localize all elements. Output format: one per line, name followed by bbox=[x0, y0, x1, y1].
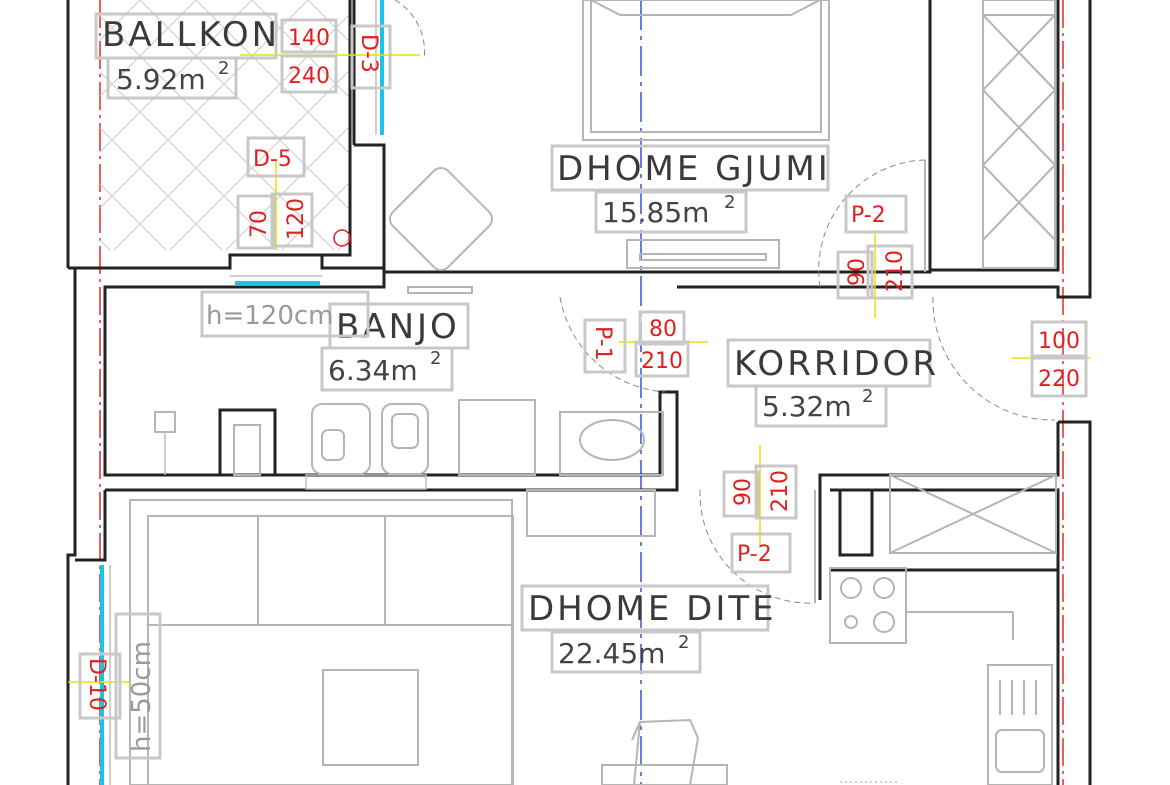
p1-code: P-1 bbox=[590, 326, 615, 361]
d3-height: 240 bbox=[288, 64, 330, 89]
opening-p1: P-1 80 210 bbox=[583, 310, 690, 378]
room-name-banjo: BANJO bbox=[336, 307, 460, 347]
entry-height: 220 bbox=[1038, 367, 1080, 392]
room-name-dhome-dite: DHOME DITE bbox=[528, 589, 777, 629]
p2-bedroom-width: 90 bbox=[845, 258, 870, 286]
d5-code: D-5 bbox=[253, 147, 292, 172]
p2-living-width: 90 bbox=[731, 478, 756, 506]
room-area-unit-korridor: 2 bbox=[862, 386, 873, 407]
opening-p2-living: 90 210 P-2 bbox=[722, 464, 798, 574]
room-label-korridor: KORRIDOR 5.32m 2 bbox=[726, 338, 939, 428]
d10-code: D-10 bbox=[84, 658, 109, 711]
room-area-korridor: 5.32m bbox=[762, 390, 852, 423]
room-area-unit-dhome-dite: 2 bbox=[678, 632, 689, 653]
bathroom-fixtures bbox=[154, 286, 664, 490]
room-name-korridor: KORRIDOR bbox=[734, 344, 939, 384]
p2-bedroom-code: P-2 bbox=[851, 203, 886, 228]
room-area-unit-dhome-gjumi: 2 bbox=[724, 192, 735, 213]
opening-d10: D-10 bbox=[78, 652, 122, 720]
walls bbox=[66, 0, 1092, 785]
room-area-dhome-dite: 22.45m bbox=[558, 637, 665, 670]
bedroom-wardrobe bbox=[981, 0, 1057, 269]
room-area-unit-ballkon: 2 bbox=[218, 58, 229, 79]
bedroom-bed bbox=[582, 0, 830, 269]
opening-d5: D-5 70 120 bbox=[236, 136, 314, 250]
room-label-banjo: BANJO 6.34m 2 bbox=[320, 302, 470, 392]
room-area-banjo: 6.34m bbox=[328, 354, 418, 387]
d3-code: D-3 bbox=[356, 34, 381, 73]
d3-width: 140 bbox=[288, 26, 330, 51]
entry-width: 100 bbox=[1038, 329, 1080, 354]
room-label-ballkon: BALLKON 5.92m 2 bbox=[94, 12, 280, 100]
note-banjo-sill: h=120cm bbox=[200, 290, 370, 338]
note-living-sill: h=50cm bbox=[114, 612, 162, 760]
p1-width: 80 bbox=[649, 317, 677, 342]
room-name-ballkon: BALLKON bbox=[102, 15, 280, 55]
d5-height: 120 bbox=[284, 198, 309, 240]
p2-bedroom-height: 210 bbox=[883, 250, 908, 292]
opening-entry: 100 220 bbox=[1030, 320, 1088, 398]
living-furniture bbox=[129, 489, 728, 785]
room-area-dhome-gjumi: 15.85m bbox=[602, 196, 709, 229]
room-area-ballkon: 5.92m bbox=[116, 63, 206, 96]
bedroom-armchair bbox=[388, 166, 494, 272]
p1-height: 210 bbox=[641, 349, 683, 374]
living-sill-height: h=50cm bbox=[127, 641, 157, 752]
balcony-tile-hatch bbox=[100, 0, 350, 250]
p2-living-height: 210 bbox=[768, 470, 793, 512]
opening-p2-bedroom: P-2 90 210 bbox=[836, 194, 914, 300]
p2-living-code: P-2 bbox=[737, 542, 772, 567]
room-area-unit-banjo: 2 bbox=[430, 348, 441, 369]
banjo-sill-height: h=120cm bbox=[206, 301, 334, 331]
glazing bbox=[100, 0, 384, 785]
kitchen bbox=[829, 474, 1057, 785]
d5-width: 70 bbox=[247, 210, 272, 238]
opening-d3: 140 240 D-3 bbox=[280, 18, 392, 94]
room-name-dhome-gjumi: DHOME GJUMI bbox=[557, 149, 831, 189]
room-label-dhome-dite: DHOME DITE 22.45m 2 bbox=[520, 584, 777, 674]
room-label-dhome-gjumi: DHOME GJUMI 15.85m 2 bbox=[550, 144, 831, 234]
